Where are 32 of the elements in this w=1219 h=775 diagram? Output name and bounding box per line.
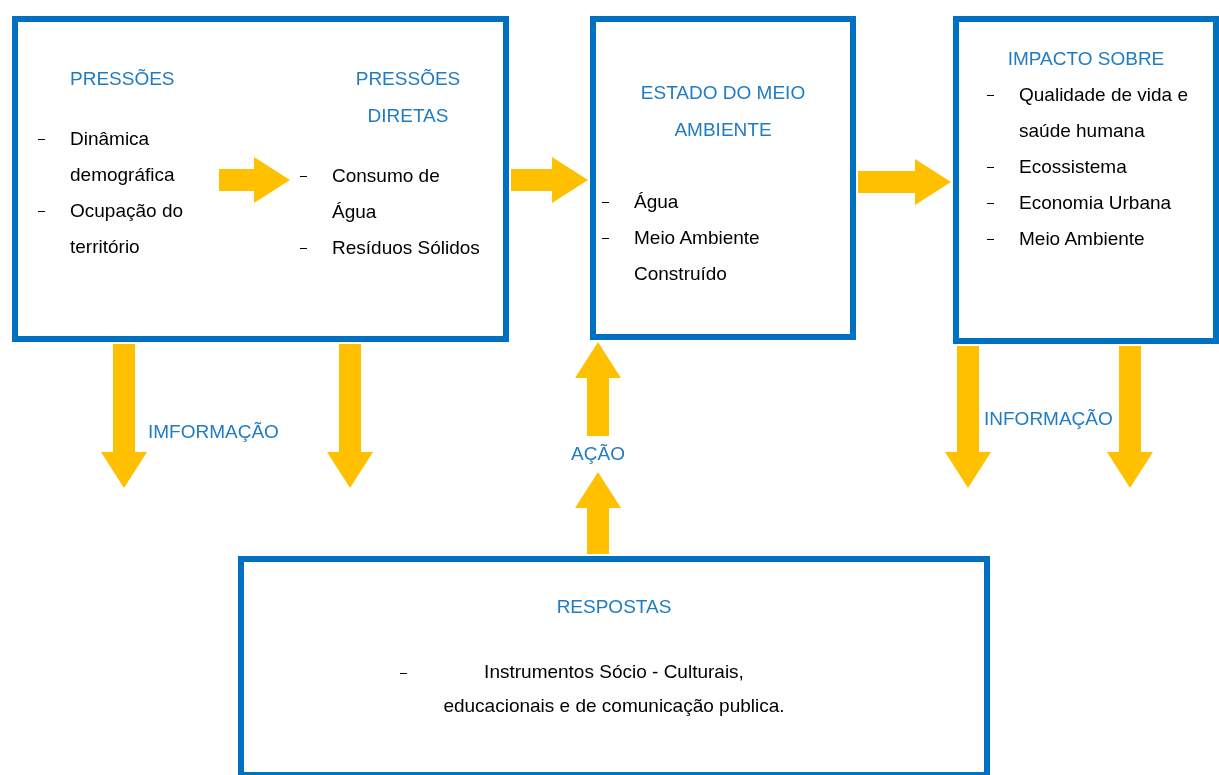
- block-arrow: [1107, 346, 1153, 488]
- heading: PRESSÕES DIRETAS: [354, 67, 462, 128]
- list-item: Ecossistema: [1019, 156, 1127, 177]
- list-item: Resíduos Sólidos: [332, 237, 480, 258]
- block-arrow: [945, 346, 991, 488]
- list-item: Economia Urbana: [1019, 192, 1172, 213]
- information-label: INFORMAÇÃO: [984, 408, 1113, 430]
- heading: RESPOSTAS: [555, 595, 673, 619]
- action-label: AÇÃO: [566, 438, 630, 470]
- block-arrow: [575, 472, 621, 554]
- process-box: [12, 16, 509, 342]
- list-item: Qualidade de vida e saúde humana: [1019, 84, 1188, 141]
- list-item: Ocupação do território: [70, 200, 184, 257]
- list-item: Água: [634, 191, 679, 212]
- process-box: [238, 556, 990, 775]
- process-box: [590, 16, 856, 340]
- block-arrow: [858, 159, 951, 205]
- block-arrow: [219, 157, 290, 203]
- list-item: Consumo de Água: [332, 165, 440, 222]
- block-arrow: [327, 344, 373, 488]
- list-item: Meio Ambiente: [1019, 228, 1145, 249]
- block-arrow: [101, 344, 147, 488]
- list-item: Meio Ambiente Construído: [634, 227, 760, 284]
- block-arrow: [575, 342, 621, 436]
- heading: PRESSÕES: [69, 67, 176, 91]
- list-item: Instrumentos Sócio - Culturais, educacionais e de comunicação publica.: [443, 661, 785, 716]
- list-item: Dinâmica demográfica: [70, 128, 175, 185]
- heading: IMPACTO SOBRE: [1006, 47, 1166, 71]
- information-label: IMFORMAÇÃO: [148, 421, 279, 443]
- block-arrow: [511, 157, 588, 203]
- heading: ESTADO DO MEIO AMBIENTE: [639, 81, 807, 142]
- process-box: [953, 16, 1219, 344]
